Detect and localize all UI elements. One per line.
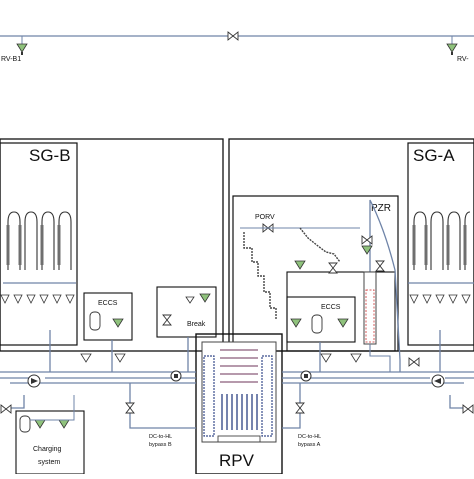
sg-a-title: SG-A [413,146,455,165]
pzr-surge-valve-icon[interactable] [408,357,420,367]
pzr-title: PZR [371,203,391,214]
break-valve-icon[interactable] [162,314,172,326]
break-relief-valve-icon[interactable] [199,293,211,303]
dc-hl-bypass-b-line2: bypass B [149,442,172,448]
steam-generator-tube-icon [24,211,38,270]
break-box [156,286,217,338]
break-title: Break [187,321,206,328]
pressurizer-vessel [363,271,377,345]
sg-b-title: SG-B [29,146,71,165]
loop-a-pump-2-icon[interactable] [300,370,312,382]
pzr-surge-stair-left [243,232,277,320]
steam-generator-tube-icon [7,211,21,270]
sg-b-valve-row[interactable] [0,294,75,304]
break-relief-valve-2-icon[interactable] [185,296,195,304]
rpv-internals [201,341,277,443]
pzr-inner-box [286,271,396,352]
pzr-surge-stair-right [299,227,341,263]
steam-generator-tube-icon [464,211,471,270]
relief-valve-b1-icon[interactable] [16,43,28,55]
right-loop-box [228,138,474,352]
steam-generator-tube-icon [430,211,444,270]
dc-hl-bypass-b-line1: DC-to-HL [149,434,172,440]
pzr-relief-valve-2-icon[interactable] [361,245,373,255]
steam-header-valve-icon[interactable] [227,31,239,41]
pzr-spray-valve-icon[interactable] [328,262,338,274]
loop-b-pump-2-icon[interactable] [170,370,182,382]
loop-b-valve-icon[interactable] [80,353,92,363]
sg-a-valve-row[interactable] [409,294,471,304]
primary-loop-piping [0,199,474,429]
eccs-right-title: ECCS [321,304,341,311]
steam-generator-tube-icon [447,211,461,270]
eccs-right-accumulator-icon[interactable] [311,314,323,334]
eccs-left-relief-valve-icon[interactable] [112,318,124,328]
sg-a-tube-markers [412,225,467,265]
rv-b1-label: RV-B1 [1,56,21,63]
eccs-right-relief-valve-icon[interactable] [290,318,302,328]
eccs-right-relief-valve-2-icon[interactable] [337,318,349,328]
pzr-surge-line [369,344,391,372]
cold-leg-a-valve-icon[interactable] [462,404,474,414]
sg-a-box [407,142,474,346]
eccs-left-box [83,292,133,341]
cold-leg-b-valve-icon[interactable] [0,404,12,414]
pzr-isolation-valve-icon[interactable] [361,235,373,245]
charging-line [30,395,75,421]
eccs-left-accumulator-icon[interactable] [89,311,101,331]
rpv-bypass-valve-a-icon[interactable] [295,402,305,414]
loop-b-valve-2-icon[interactable] [114,353,126,363]
dc-hl-bypass-a-line1: DC-to-HL [298,434,321,440]
charging-title-line1: Charging [33,446,62,453]
steam-generator-tube-icon [41,211,55,270]
eccs-left-title: ECCS [98,300,118,307]
relief-valve-a1-icon[interactable] [446,43,458,55]
sg-a-tube-bundles [413,211,471,270]
left-loop-box [0,138,224,352]
pump-a-icon[interactable] [431,374,445,388]
eccs-right-box [286,296,356,343]
pzr-isolation-valve-2-icon[interactable] [375,260,385,272]
rv-a-label: RV- [457,56,469,63]
sg-b-box [0,142,78,346]
loop-a-valve-2-icon[interactable] [350,353,362,363]
pump-b-icon[interactable] [27,374,41,388]
porv-label: PORV [255,214,275,221]
steam-generator-tube-icon [58,211,72,270]
charging-relief-valve-2-icon[interactable] [58,419,70,429]
rpv-bypass-valve-b-icon[interactable] [125,402,135,414]
dc-hl-bypass-a-line2: bypass A [298,442,321,448]
rpv-title: RPV [219,451,255,470]
charging-tank-icon[interactable] [19,415,31,433]
sg-b-tube-bundles [7,211,72,270]
steam-generator-tube-icon [413,211,427,270]
pzr-relief-valve-icon[interactable] [294,260,306,270]
charging-relief-valve-icon[interactable] [34,419,46,429]
loop-a-valve-icon[interactable] [320,353,332,363]
sg-b-tube-markers [6,225,61,265]
charging-title-line2: system [38,459,60,466]
